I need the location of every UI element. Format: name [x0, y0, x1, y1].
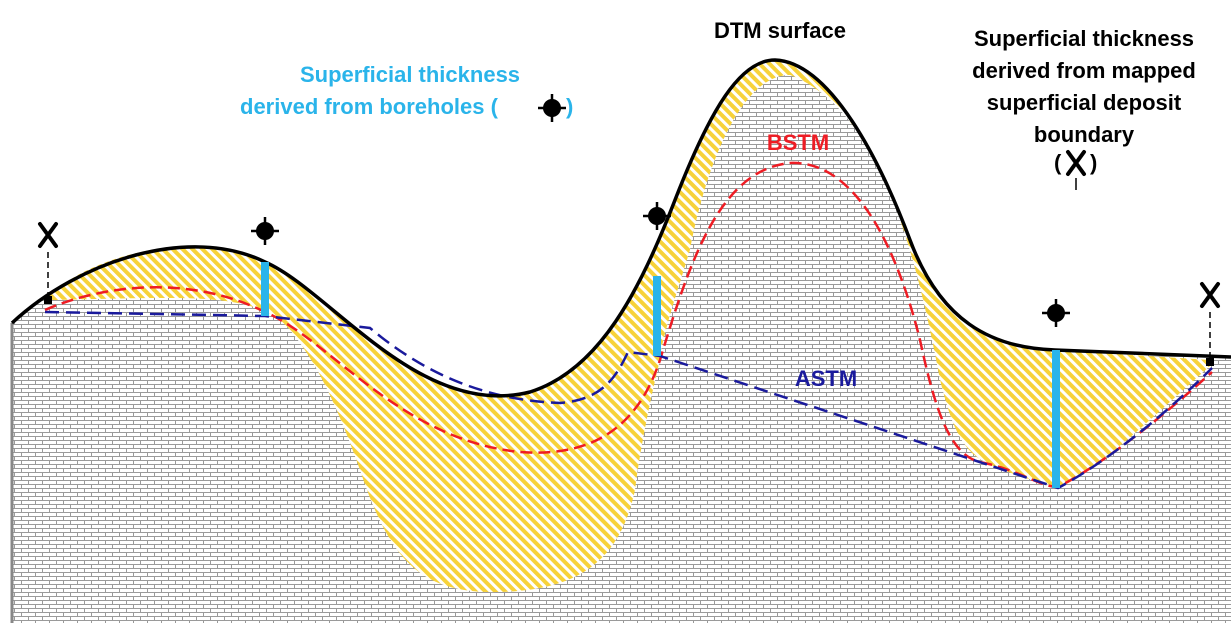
dtm-surface-label: DTM surface [713, 18, 847, 43]
borehole-crosshair-icon [538, 94, 566, 122]
mapped-label-line1: Superficial thickness [973, 26, 1195, 51]
mapped-label-line4: boundary [1033, 122, 1135, 147]
borehole-label-close: ) [566, 94, 574, 119]
mapped-label-line2: derived from mapped [972, 58, 1196, 83]
dtm-surface-line [10, 58, 1231, 398]
bedrock-core [660, 75, 985, 462]
superficial-deposit-area [45, 60, 1210, 593]
astm-label: ASTM [794, 366, 858, 391]
bstm-label: BSTM [766, 130, 830, 155]
x-mark-icon [1200, 282, 1220, 366]
borehole-label-line1: Superficial thickness [299, 62, 521, 87]
borehole-crosshair-icon [1042, 299, 1070, 327]
mapped-symbol-close: ) [1090, 150, 1098, 175]
mapped-symbol-open: ( [1054, 150, 1062, 175]
borehole-crosshair-icon [643, 202, 671, 230]
borehole-label-text: derived from boreholes ( [240, 94, 498, 119]
x-mark-icon [1066, 150, 1086, 190]
x-mark-icon [38, 222, 58, 304]
borehole-crosshair-icon [251, 217, 279, 245]
borehole-label-line2: derived from boreholes ( [240, 94, 590, 120]
mapped-label-line3: superficial deposit [986, 90, 1182, 115]
